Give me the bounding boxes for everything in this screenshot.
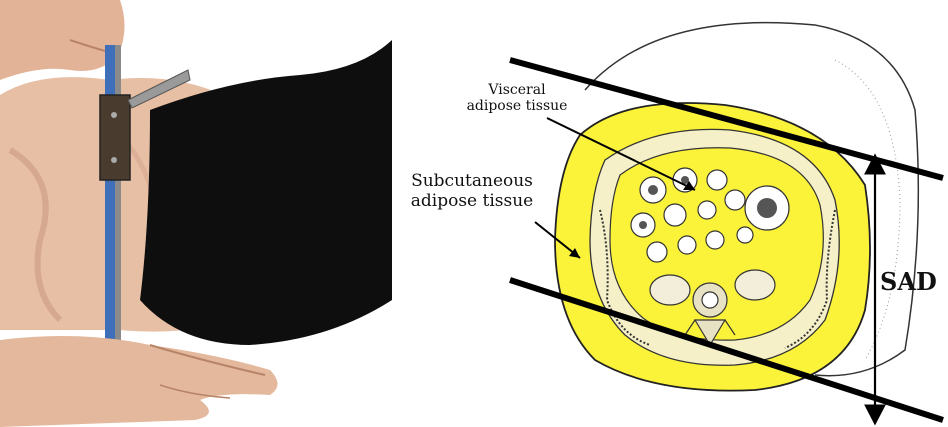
- abdominal-cross-section-diagram: [395, 0, 948, 427]
- visceral-label-line2: adipose tissue: [452, 98, 582, 114]
- caliper-slider: [100, 95, 130, 180]
- subq-label-line2: adipose tissue: [392, 192, 552, 212]
- subq-label-line1: Subcutaneous: [392, 172, 552, 192]
- sad-label: SAD: [880, 268, 937, 296]
- kidney-right: [735, 270, 775, 300]
- subcutaneous-adipose-label: Subcutaneous adipose tissue: [392, 172, 552, 211]
- caliper-measurement-photo: [0, 0, 395, 427]
- kidney-left: [650, 275, 690, 305]
- visceral-label-line1: Visceral: [452, 82, 582, 98]
- visceral-adipose-label: Visceral adipose tissue: [452, 82, 582, 114]
